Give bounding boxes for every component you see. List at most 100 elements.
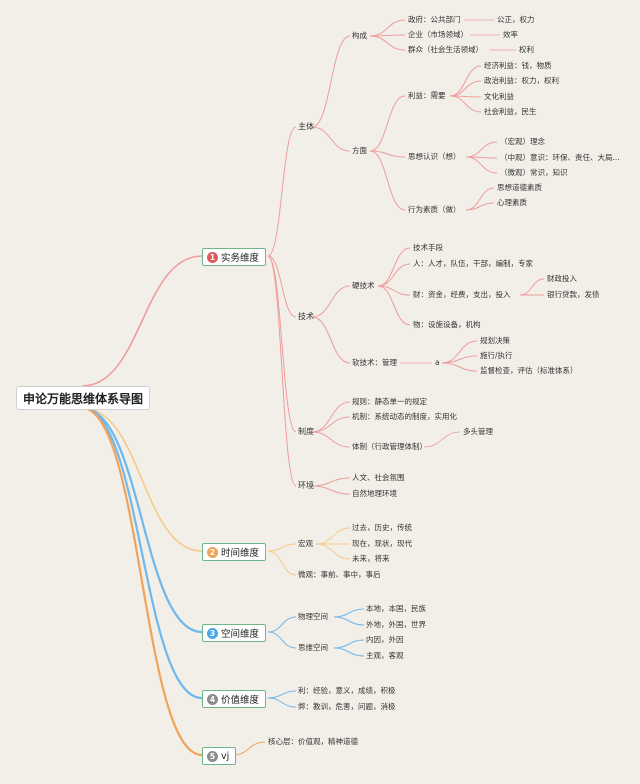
- root-link-time: [81, 407, 203, 552]
- node-interest-4[interactable]: 社会利益，民生: [484, 107, 537, 116]
- connector-line: [311, 285, 351, 318]
- node-interest[interactable]: 利益：需要: [408, 91, 446, 100]
- connector-line: [377, 285, 411, 326]
- connector-line: [267, 616, 297, 633]
- node-macro-3[interactable]: 未来，将来: [352, 554, 390, 563]
- node-interest-2[interactable]: 政治利益：权力，权利: [484, 76, 559, 85]
- node-composition[interactable]: 构成: [352, 31, 367, 40]
- node-enterprise-value[interactable]: 效率: [503, 30, 518, 39]
- node-system-3a[interactable]: 多头管理: [463, 427, 493, 436]
- node-hard-1[interactable]: 技术手段: [413, 243, 443, 252]
- connector-line: [369, 19, 406, 37]
- node-core-layer[interactable]: 核心层：价值观，精神道德: [268, 737, 358, 746]
- node-hard-3a[interactable]: 财政投入: [547, 274, 577, 283]
- node-aspect[interactable]: 方面: [352, 146, 367, 155]
- connector-line: [267, 255, 297, 318]
- node-behavior[interactable]: 行为素质（做）: [408, 205, 461, 214]
- connector-line: [333, 608, 365, 618]
- connector-line: [449, 95, 482, 113]
- connector-line: [267, 550, 297, 576]
- node-soft-a[interactable]: a: [435, 358, 440, 367]
- node-environment[interactable]: 环境: [298, 481, 314, 490]
- connector-line: [267, 690, 297, 699]
- node-hard-tech[interactable]: 硬技术: [352, 281, 375, 290]
- connector-line: [311, 35, 351, 128]
- node-thought-1[interactable]: （宏观）理念: [500, 137, 545, 146]
- connector-line: [315, 527, 351, 545]
- connector-line: [267, 126, 297, 257]
- node-macro[interactable]: 宏观: [298, 539, 313, 548]
- node-technology[interactable]: 技术: [298, 312, 314, 321]
- connector-line: [369, 150, 406, 211]
- dimension-label: vj: [221, 750, 230, 762]
- number-badge-2: 2: [207, 546, 218, 558]
- node-system-1[interactable]: 规则：静态单一的规定: [352, 397, 427, 406]
- node-system-2[interactable]: 机制：系统动态的制度，实用化: [352, 412, 457, 421]
- node-government[interactable]: 政府：公共部门: [408, 15, 461, 24]
- root-link-vj: [81, 406, 203, 757]
- node-interest-1[interactable]: 经济利益：钱，物质: [484, 61, 552, 70]
- node-environment-2[interactable]: 自然地理环境: [352, 489, 397, 498]
- dimension-node-value[interactable]: 4 价值维度: [202, 690, 267, 708]
- node-behavior-1[interactable]: 思想道德素质: [497, 183, 542, 192]
- connector-line: [311, 126, 351, 152]
- node-environment-1[interactable]: 人文、社会氛围: [352, 473, 405, 482]
- node-macro-2[interactable]: 现在，现状，现代: [352, 539, 412, 548]
- root-link-space: [81, 406, 203, 634]
- root-topic[interactable]: 申论万能思维体系导图: [16, 386, 150, 410]
- connector-line: [267, 255, 297, 487]
- connector-line: [311, 416, 351, 433]
- node-hard-3[interactable]: 财：资金，经费，支出，投入: [413, 290, 511, 299]
- node-hard-2[interactable]: 人：人才，队伍，干部，编制，专家: [413, 259, 533, 268]
- node-thought[interactable]: 思想认识（想）: [408, 152, 461, 161]
- connector-line: [369, 95, 406, 152]
- node-government-value[interactable]: 公正，权力: [497, 15, 535, 24]
- node-soft-tech[interactable]: 软技术：管理: [352, 358, 397, 367]
- node-enterprise[interactable]: 企业（市场领域）: [408, 30, 468, 39]
- dimension-node-space[interactable]: 3 空间维度: [202, 624, 267, 642]
- node-pros[interactable]: 利：经验，意义，成绩，积极: [298, 686, 396, 695]
- dimension-label: 价值维度: [221, 695, 260, 706]
- connector-line: [333, 639, 365, 649]
- dimension-node-practical[interactable]: 1 实务维度: [202, 248, 267, 266]
- connector-line: [465, 156, 498, 174]
- node-subject[interactable]: 主体: [298, 122, 314, 131]
- connector-line: [465, 141, 498, 158]
- node-system[interactable]: 制度: [298, 427, 314, 436]
- connector-line: [311, 477, 351, 487]
- node-macro-1[interactable]: 过去，历史，传统: [352, 523, 412, 532]
- node-cons[interactable]: 弊：教训，危害，问题，消极: [298, 702, 396, 711]
- node-physical-1[interactable]: 本地，本国，民族: [366, 604, 426, 613]
- node-micro[interactable]: 微观：事前、事中，事后: [298, 570, 381, 579]
- connector-line: [315, 543, 351, 560]
- node-behavior-2[interactable]: 心理素质: [497, 198, 527, 207]
- dimension-node-time[interactable]: 2 时间维度: [202, 543, 267, 561]
- node-physical-2[interactable]: 外地，外国，世界: [366, 620, 426, 629]
- node-thought-3[interactable]: （微观）常识，知识: [500, 168, 568, 177]
- node-masses[interactable]: 群众（社会生活领域）: [408, 45, 483, 54]
- node-mind-1[interactable]: 内因，外因: [366, 635, 404, 644]
- number-badge-3: 3: [207, 627, 218, 639]
- node-mind-space[interactable]: 思维空间: [298, 643, 328, 652]
- node-hard-4[interactable]: 物：设施设备，机构: [413, 320, 481, 329]
- connector-line: [311, 401, 351, 433]
- connector-line: [333, 616, 365, 626]
- node-system-3[interactable]: 体制（行政管理体制）: [352, 442, 427, 451]
- node-masses-value[interactable]: 权利: [519, 45, 534, 54]
- node-soft-1[interactable]: 规划决策: [480, 336, 510, 345]
- node-interest-3[interactable]: 文化利益: [484, 92, 514, 101]
- connector-line: [267, 631, 297, 649]
- node-soft-3[interactable]: 监督检查，评估（标准体系）: [480, 366, 578, 375]
- node-soft-2[interactable]: 施行/执行: [480, 351, 513, 360]
- connector-line: [465, 202, 495, 211]
- dimension-node-vj[interactable]: 5 vj: [202, 747, 237, 765]
- root-link-value: [81, 406, 203, 700]
- node-physical-space[interactable]: 物理空间: [298, 612, 328, 621]
- node-mind-2[interactable]: 主观，客观: [366, 651, 404, 660]
- connector-line: [377, 263, 411, 287]
- node-thought-2[interactable]: （中观）意识：环保、责任、大局...: [500, 153, 620, 162]
- number-badge-5: 5: [207, 750, 218, 762]
- node-hard-3b[interactable]: 银行贷款，发债: [547, 290, 600, 299]
- connector-line: [449, 65, 482, 97]
